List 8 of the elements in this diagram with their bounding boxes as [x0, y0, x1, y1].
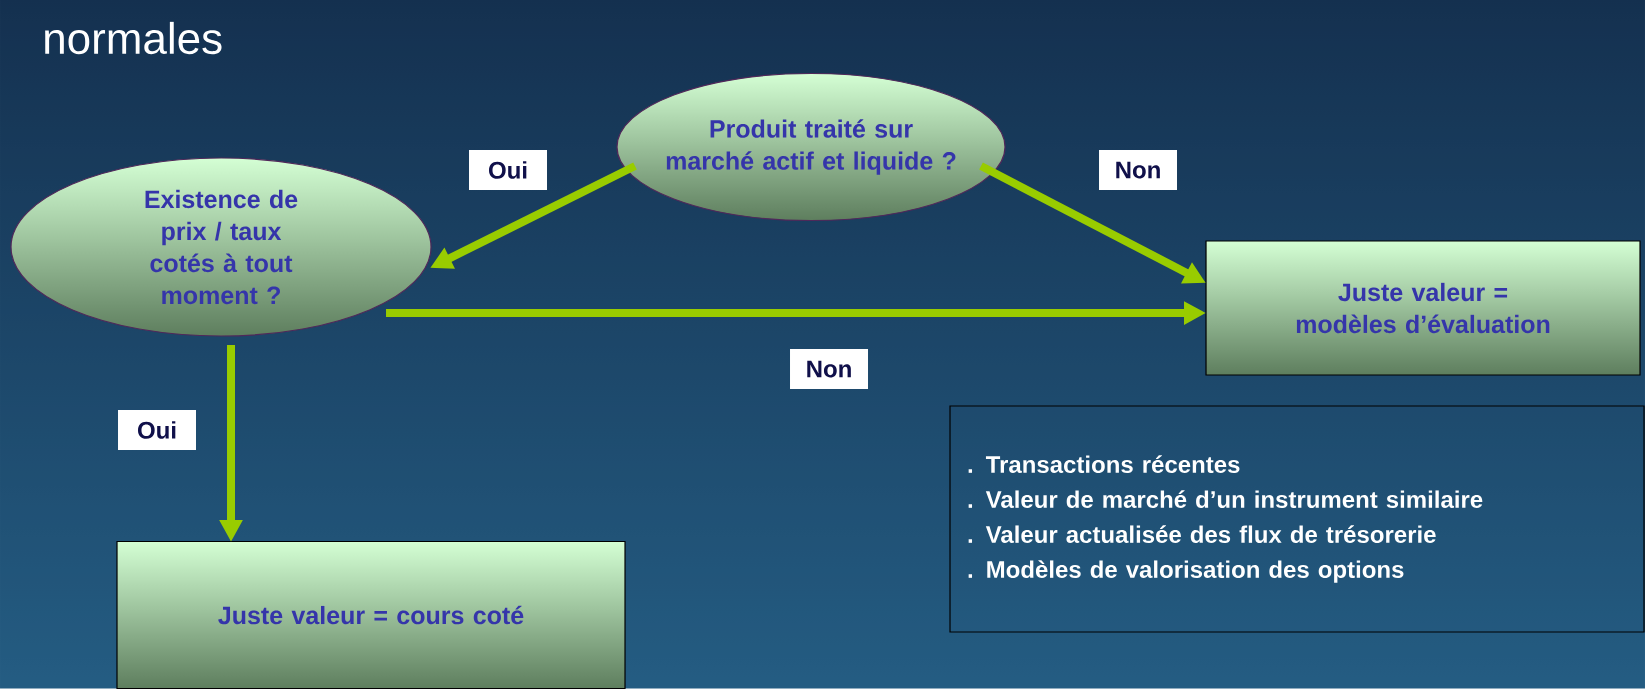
edge-label: Oui	[118, 410, 196, 450]
edge-label: Non	[1099, 150, 1177, 190]
list-box: . Transactions récentes . Valeur de marché d’un instrument similaire . Valeur actualisée des flux de trésorerie . Modèles de valorisation des options	[949, 405, 1645, 633]
slide-title: normales	[45, 21, 222, 55]
result-box: Juste valeur = modèles d’évaluation	[1205, 240, 1641, 376]
result-box: Juste valeur = cours coté	[116, 540, 626, 689]
edge-label: Non	[790, 349, 868, 389]
edge-label: Oui	[469, 150, 547, 190]
